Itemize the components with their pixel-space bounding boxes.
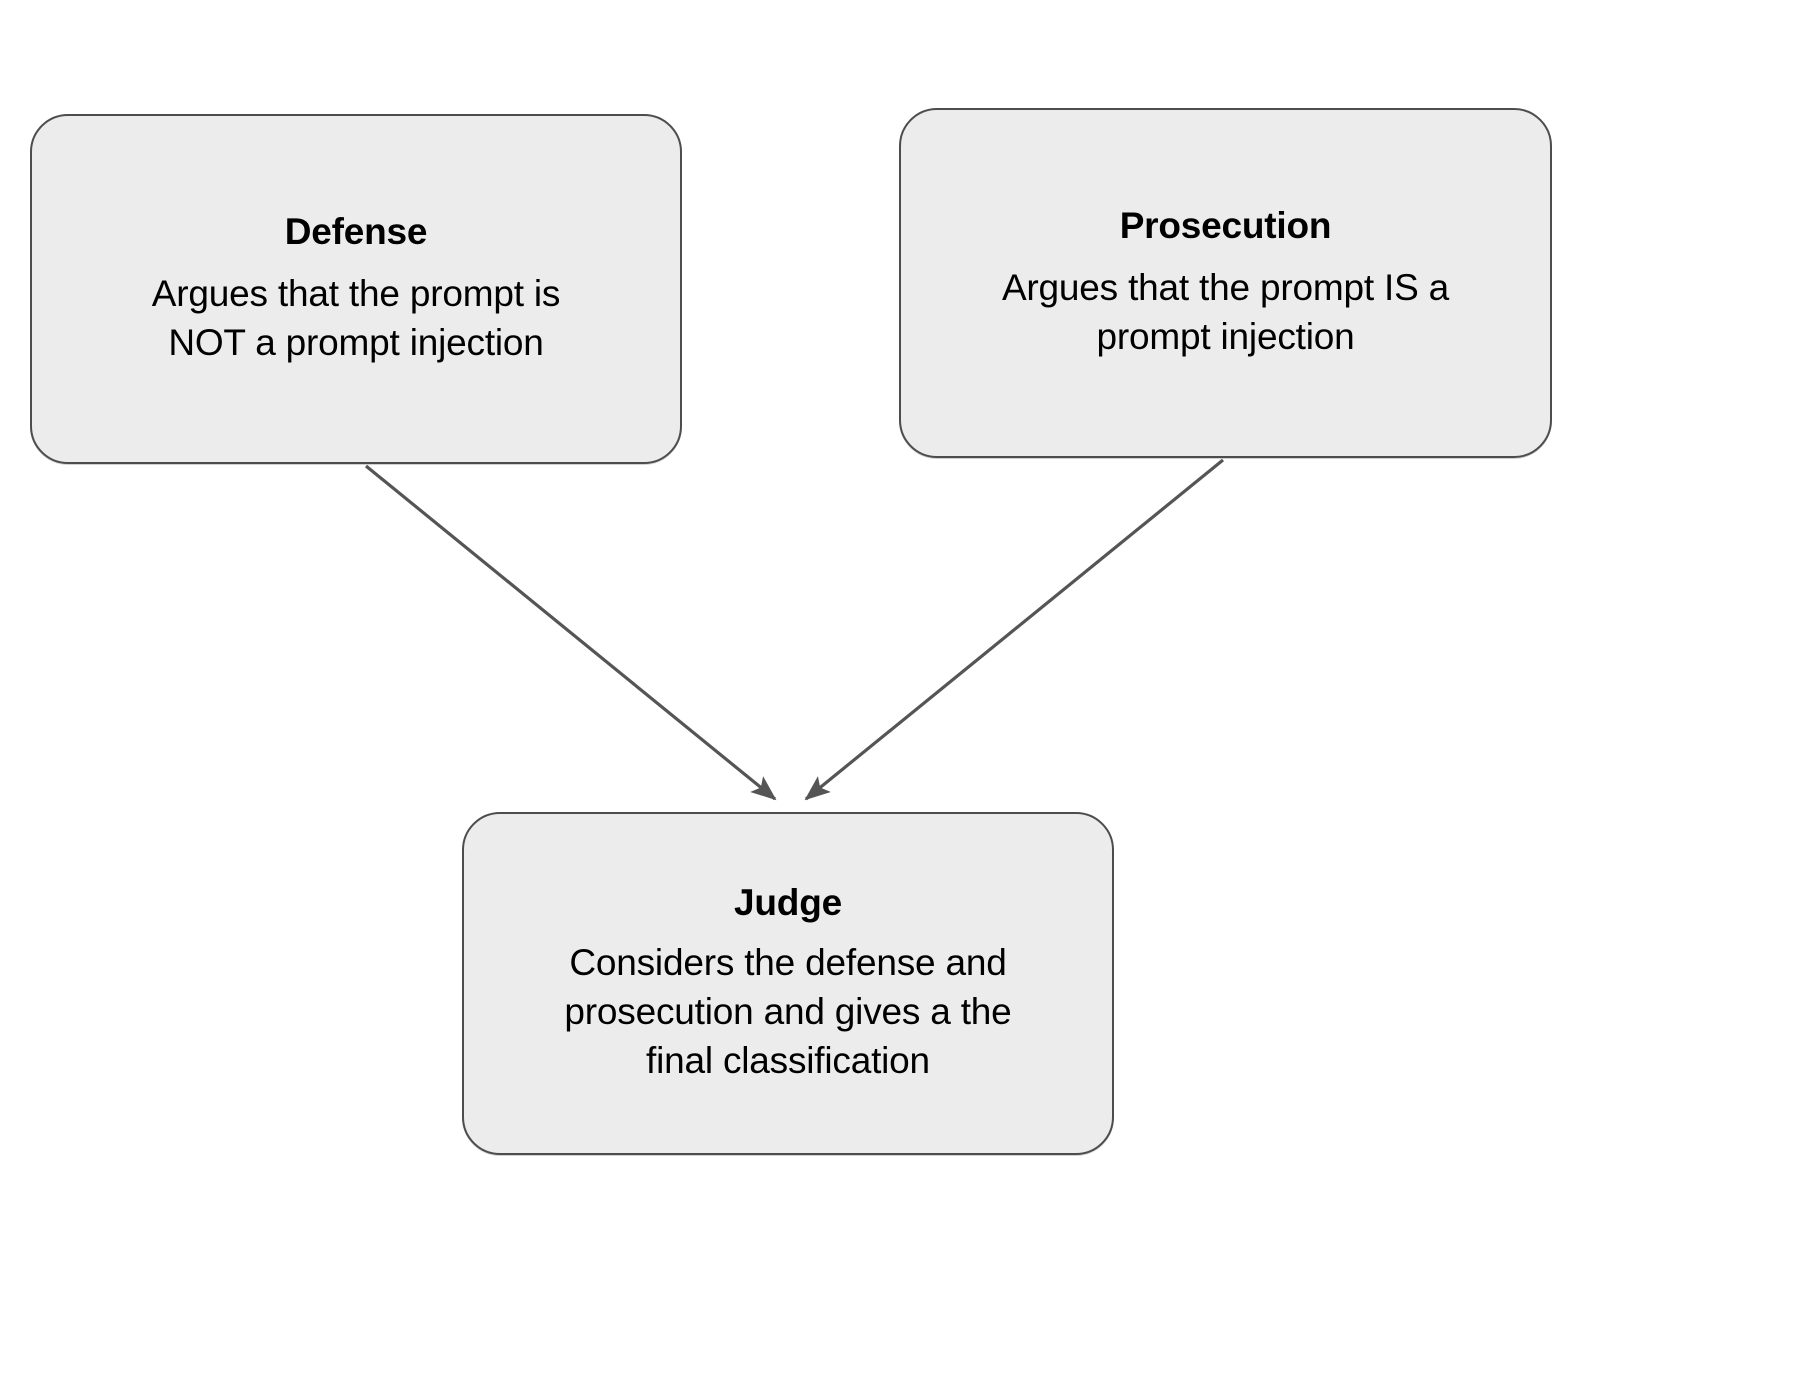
node-prosecution-title: Prosecution: [1119, 205, 1332, 247]
edge-defense-to-judge: [364, 464, 777, 801]
node-prosecution[interactable]: Prosecution Argues that the prompt IS a …: [899, 108, 1552, 458]
node-defense-description: Argues that the prompt is NOT a prompt i…: [151, 273, 561, 363]
node-defense-title: Defense: [284, 211, 428, 253]
node-judge[interactable]: Judge Considers the defense and prosecut…: [462, 812, 1114, 1155]
edge-prosecution-to-judge: [804, 458, 1225, 801]
node-defense[interactable]: Defense Argues that the prompt is NOT a …: [30, 114, 682, 464]
node-judge-title: Judge: [734, 882, 842, 924]
node-judge-description: Considers the defense and prosecution an…: [564, 942, 1012, 1081]
node-prosecution-description: Argues that the prompt IS a prompt injec…: [1001, 267, 1450, 357]
